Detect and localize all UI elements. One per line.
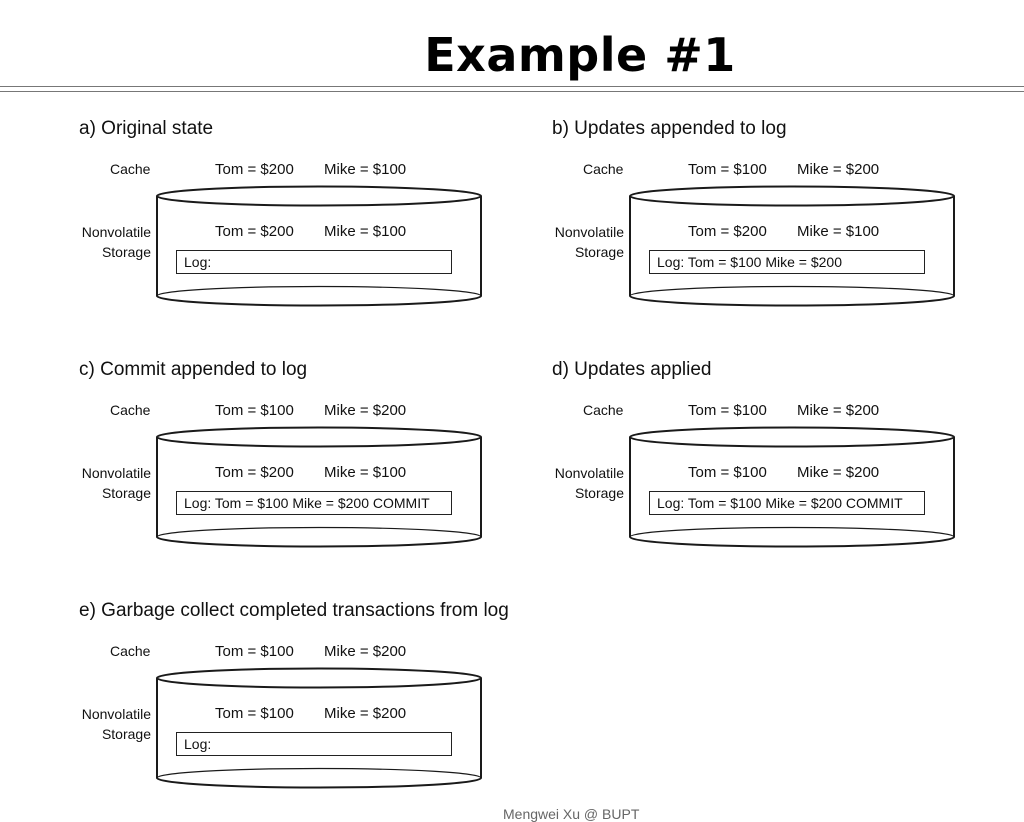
storage-cylinder: [155, 176, 483, 316]
log-box: Log:: [176, 732, 452, 756]
cache-tom-value: Tom = $100: [215, 402, 294, 419]
title-divider-top: [0, 86, 1024, 87]
cache-label: Cache: [583, 402, 624, 418]
storage-mike-value: Mike = $100: [324, 464, 407, 481]
storage-mike-value: Mike = $200: [797, 464, 880, 481]
title-divider-bottom: [0, 91, 1024, 92]
panel-original-state: a) Original state Cache Tom = $200 Mike …: [79, 118, 559, 328]
panel-title: e) Garbage collect completed transaction…: [79, 600, 509, 621]
cache-tom-value: Tom = $100: [215, 643, 294, 660]
log-box: Log: Tom = $100 Mike = $200: [649, 250, 925, 274]
cache-mike-value: Mike = $200: [324, 643, 407, 660]
cache-mike-value: Mike = $200: [797, 402, 880, 419]
storage-label: Storage: [574, 244, 624, 260]
cache-label: Cache: [583, 161, 624, 177]
nonvolatile-storage-label: Nonvolatile Storage: [82, 704, 151, 744]
cache-label: Cache: [110, 161, 151, 177]
storage-cylinder: [628, 176, 956, 316]
log-box: Log: Tom = $100 Mike = $200 COMMIT: [176, 491, 452, 515]
log-box: Log:: [176, 250, 452, 274]
storage-mike-value: Mike = $100: [797, 223, 880, 240]
slide-title: Example #1: [424, 28, 736, 82]
nonvolatile-label: Nonvolatile: [554, 224, 624, 240]
panel-commit-appended: c) Commit appended to log Cache Tom = $1…: [79, 359, 559, 569]
storage-cylinder: [155, 658, 483, 798]
storage-label: Storage: [101, 485, 151, 501]
storage-tom-value: Tom = $200: [215, 464, 294, 481]
storage-mike-value: Mike = $100: [324, 223, 407, 240]
cache-mike-value: Mike = $200: [797, 161, 880, 178]
footer-credit: Mengwei Xu @ BUPT: [503, 806, 640, 822]
storage-label: Storage: [101, 244, 151, 260]
storage-cylinder: [155, 417, 483, 557]
cache-tom-value: Tom = $100: [688, 161, 767, 178]
panel-updates-applied: d) Updates applied Cache Tom = $100 Mike…: [552, 359, 1024, 569]
storage-tom-value: Tom = $100: [688, 464, 767, 481]
storage-tom-value: Tom = $200: [215, 223, 294, 240]
nonvolatile-storage-label: Nonvolatile Storage: [82, 222, 151, 262]
cache-tom-value: Tom = $200: [215, 161, 294, 178]
panel-title: c) Commit appended to log: [79, 359, 308, 380]
cache-label: Cache: [110, 643, 151, 659]
cache-mike-value: Mike = $100: [324, 161, 407, 178]
log-box: Log: Tom = $100 Mike = $200 COMMIT: [649, 491, 925, 515]
nonvolatile-storage-label: Nonvolatile Storage: [555, 222, 624, 262]
panel-title: b) Updates appended to log: [552, 118, 787, 139]
panel-title: a) Original state: [79, 118, 214, 139]
nonvolatile-storage-label: Nonvolatile Storage: [555, 463, 624, 503]
storage-label: Storage: [101, 726, 151, 742]
panel-title: d) Updates applied: [552, 359, 712, 380]
storage-tom-value: Tom = $200: [688, 223, 767, 240]
storage-label: Storage: [574, 485, 624, 501]
nonvolatile-storage-label: Nonvolatile Storage: [82, 463, 151, 503]
storage-mike-value: Mike = $200: [324, 705, 407, 722]
nonvolatile-label: Nonvolatile: [81, 706, 151, 722]
panel-updates-appended: b) Updates appended to log Cache Tom = $…: [552, 118, 1024, 328]
nonvolatile-label: Nonvolatile: [81, 465, 151, 481]
storage-tom-value: Tom = $100: [215, 705, 294, 722]
cache-mike-value: Mike = $200: [324, 402, 407, 419]
nonvolatile-label: Nonvolatile: [554, 465, 624, 481]
panel-garbage-collect: e) Garbage collect completed transaction…: [79, 600, 579, 810]
nonvolatile-label: Nonvolatile: [81, 224, 151, 240]
cache-tom-value: Tom = $100: [688, 402, 767, 419]
cache-label: Cache: [110, 402, 151, 418]
storage-cylinder: [628, 417, 956, 557]
